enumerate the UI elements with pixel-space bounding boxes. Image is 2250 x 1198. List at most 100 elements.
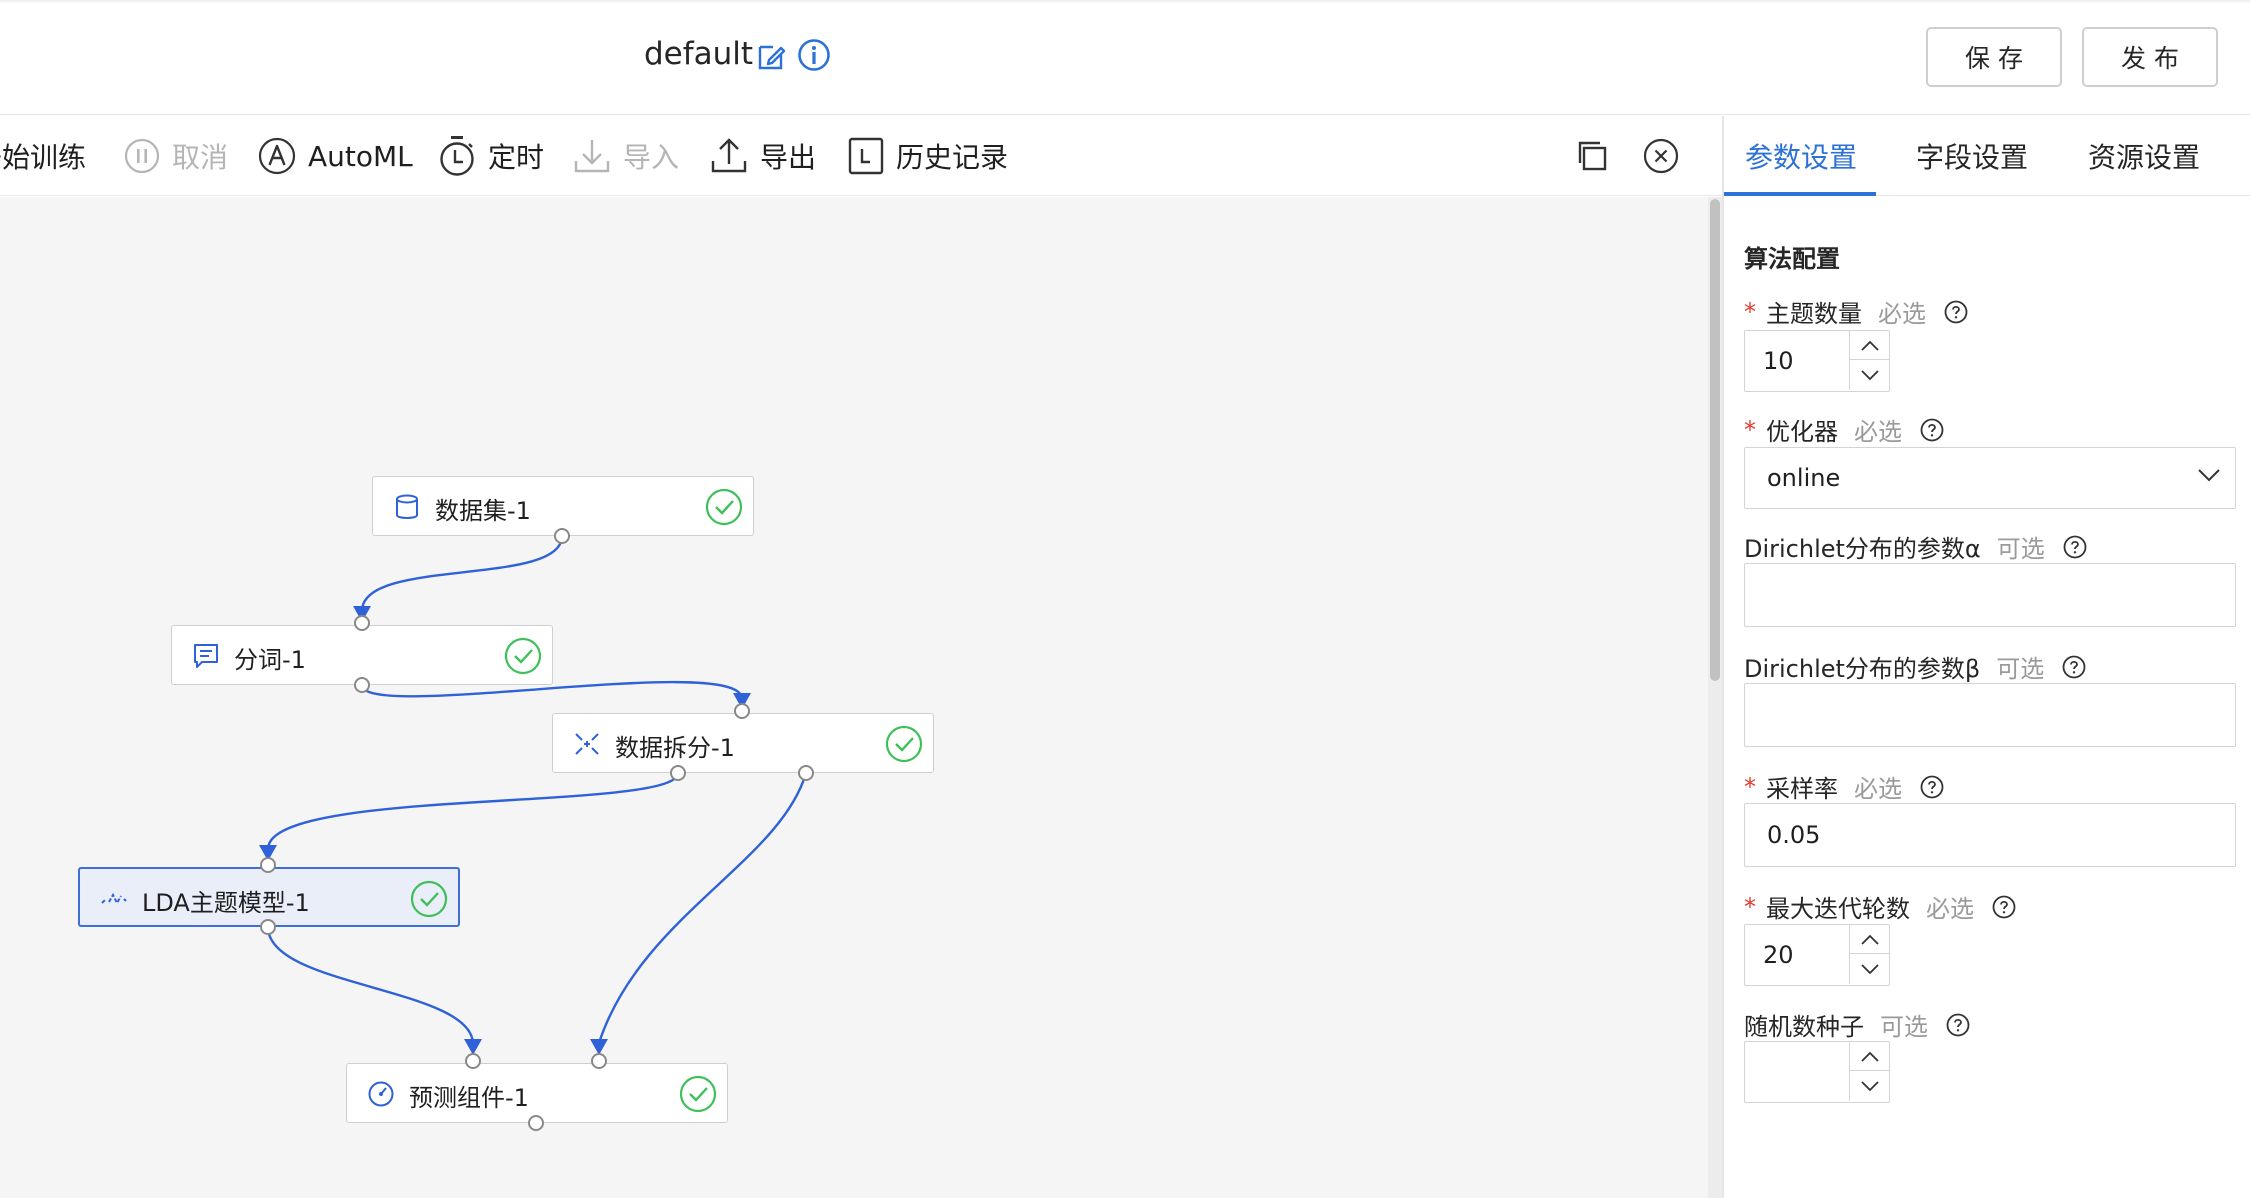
required-tag: 必选 [1854, 775, 1902, 803]
success-check-icon [705, 488, 743, 526]
field-label-sample-rate: * 采样率 必选 [1744, 769, 1944, 804]
help-icon[interactable] [2062, 655, 2086, 679]
chevron-down-icon [1861, 369, 1879, 380]
increment-button[interactable] [1850, 331, 1890, 360]
stepper-controls [1849, 925, 1890, 984]
alpha-input[interactable] [1744, 563, 2236, 627]
help-icon[interactable] [1944, 300, 1968, 324]
help-icon[interactable] [1992, 895, 2016, 919]
import-label: 导入 [623, 141, 680, 174]
field-label-text: 优化器 [1766, 418, 1838, 446]
sample-rate-input[interactable]: 0.05 [1744, 803, 2236, 867]
success-check-icon [410, 880, 448, 918]
input-port[interactable] [354, 615, 370, 631]
topic-count-stepper[interactable]: 10 [1744, 330, 1890, 392]
max-iter-stepper[interactable]: 20 [1744, 924, 1890, 986]
node-label: 分词-1 [234, 646, 306, 674]
export-button[interactable]: 导出 [710, 116, 816, 196]
automl-label: AutoML [308, 139, 413, 173]
input-port[interactable] [734, 703, 750, 719]
field-label-beta: Dirichlet分布的参数β 可选 [1744, 649, 2086, 684]
output-port-test[interactable] [798, 765, 814, 781]
chevron-up-icon [1861, 934, 1879, 945]
automl-button[interactable]: AutoML [258, 116, 413, 196]
decrement-button[interactable] [1850, 954, 1890, 984]
schedule-label: 定时 [488, 141, 545, 174]
optional-tag: 可选 [1996, 655, 2045, 683]
node-dataset[interactable]: 数据集-1 [372, 476, 754, 536]
tab-resources[interactable]: 资源设置 [2088, 141, 2201, 174]
required-tag: 必选 [1854, 418, 1902, 446]
optimizer-select[interactable]: online [1744, 447, 2236, 509]
export-label: 导出 [760, 141, 817, 174]
workflow-canvas[interactable]: 数据集-1 分词-1 数据拆分-1 [0, 197, 1708, 1198]
settings-panel: 参数设置 字段设置 资源设置 算法配置 * 主题数量 必选 10 * 优化器 必… [1724, 116, 2250, 1198]
arrow-split-in [733, 693, 751, 709]
node-tokenize[interactable]: 分词-1 [171, 625, 553, 685]
required-mark: * [1744, 772, 1756, 801]
optional-tag: 可选 [1880, 1013, 1928, 1041]
automl-icon [258, 137, 296, 175]
canvas-scrollbar[interactable] [1708, 197, 1722, 1198]
optional-tag: 可选 [1996, 535, 2045, 563]
field-label-text: Dirichlet分布的参数α [1744, 535, 1981, 563]
edit-icon[interactable] [756, 40, 788, 72]
beta-input[interactable] [1744, 683, 2236, 747]
input-port-model[interactable] [465, 1053, 481, 1069]
cancel-button[interactable]: 取消 [124, 116, 228, 196]
help-icon[interactable] [1946, 1013, 1970, 1037]
info-icon[interactable] [797, 38, 831, 72]
success-check-icon [504, 637, 542, 675]
output-port-train[interactable] [670, 765, 686, 781]
help-icon[interactable] [2063, 535, 2087, 559]
toolbar: 开始训练 取消 AutoML 定时 导入 [0, 116, 1722, 196]
output-port[interactable] [554, 528, 570, 544]
arrow-lda-in [259, 845, 277, 861]
save-button[interactable]: 保存 [1926, 27, 2062, 87]
download-icon [574, 140, 610, 173]
help-icon[interactable] [1920, 775, 1944, 799]
schedule-button[interactable]: 定时 [438, 116, 544, 196]
decrement-button[interactable] [1850, 360, 1890, 390]
edge-split-lda [266, 772, 680, 850]
node-data-split[interactable]: 数据拆分-1 [552, 713, 934, 773]
gauge-icon [368, 1081, 394, 1107]
pause-circle-icon [124, 138, 160, 174]
increment-button[interactable] [1850, 1042, 1890, 1071]
start-training-button[interactable]: 开始训练 [0, 116, 86, 196]
seed-stepper[interactable] [1744, 1041, 1890, 1103]
page-title: default [644, 36, 754, 72]
output-port[interactable] [354, 677, 370, 693]
tab-fields[interactable]: 字段设置 [1916, 141, 2029, 174]
close-icon[interactable] [1643, 138, 1679, 174]
history-button[interactable]: 历史记录 [848, 116, 1008, 196]
fullscreen-copy-icon[interactable] [1578, 141, 1608, 171]
increment-button[interactable] [1850, 925, 1890, 954]
decrement-button[interactable] [1850, 1071, 1890, 1101]
node-predict[interactable]: 预测组件-1 [346, 1063, 728, 1123]
scrollbar-thumb[interactable] [1710, 199, 1720, 681]
tab-params[interactable]: 参数设置 [1745, 141, 1858, 174]
upload-icon [711, 138, 747, 173]
input-port[interactable] [260, 857, 276, 873]
panel-divider [1722, 116, 1724, 1198]
stepper-controls [1849, 1042, 1890, 1101]
history-log-icon [848, 137, 884, 175]
field-label-max-iter: * 最大迭代轮数 必选 [1744, 889, 2016, 924]
node-lda-model[interactable]: LDA主题模型-1 [78, 867, 460, 927]
field-label-text: 最大迭代轮数 [1766, 895, 1910, 923]
history-label: 历史记录 [896, 141, 1009, 174]
publish-button[interactable]: 发布 [2082, 27, 2218, 87]
header-shadow [0, 0, 2250, 4]
output-port[interactable] [528, 1115, 544, 1131]
field-label-text: 采样率 [1766, 775, 1838, 803]
split-icon [575, 733, 599, 755]
help-icon[interactable] [1920, 418, 1944, 442]
node-label: 数据集-1 [435, 497, 531, 525]
output-port[interactable] [260, 919, 276, 935]
cancel-label: 取消 [172, 141, 229, 174]
import-button[interactable]: 导入 [573, 116, 679, 196]
chevron-down-icon [1861, 963, 1879, 974]
input-port-data[interactable] [591, 1053, 607, 1069]
field-label-topic-count: * 主题数量 必选 [1744, 294, 1968, 329]
